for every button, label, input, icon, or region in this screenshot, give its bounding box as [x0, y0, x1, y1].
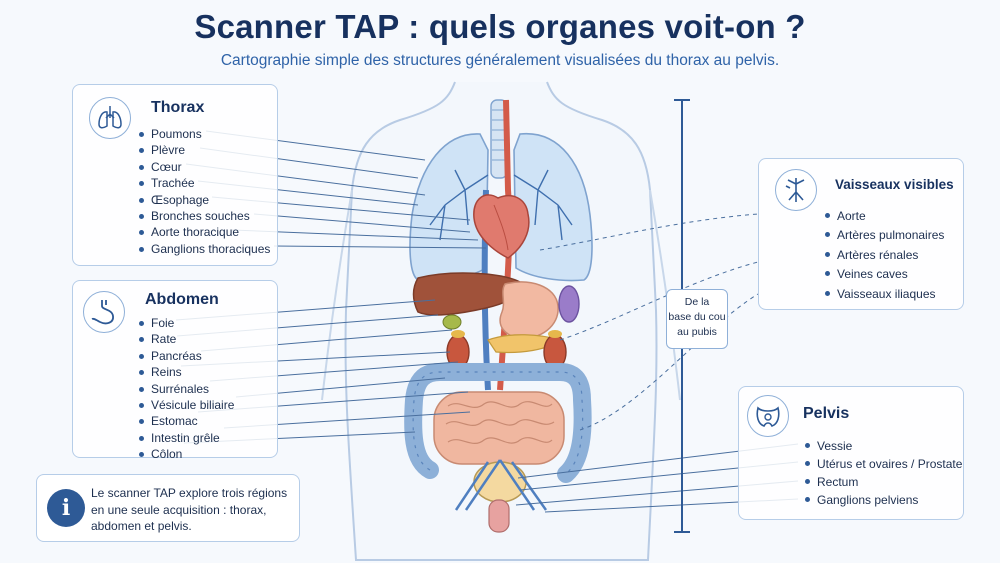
- pelvis-list: Vessie Utérus et ovaires / Prostate Rect…: [805, 437, 962, 509]
- list-item: Artères pulmonaires: [825, 226, 944, 245]
- liver: [412, 272, 522, 316]
- list-item: Artères rénales: [825, 246, 944, 265]
- list-item: Vésicule biliaire: [139, 397, 234, 413]
- list-item: Veines caves: [825, 265, 944, 284]
- list-item: Bronches souches: [139, 208, 270, 224]
- list-item: Utérus et ovaires / Prostate: [805, 455, 962, 473]
- right-adrenal: [548, 330, 562, 338]
- blood-vessels-icon: [775, 169, 817, 211]
- range-line-3: au pubis: [677, 326, 717, 338]
- info-icon: i: [47, 489, 85, 527]
- list-item: Vessie: [805, 437, 962, 455]
- vessels-title: Vaisseaux visibles: [835, 177, 954, 192]
- iliac-vessels: [454, 459, 548, 511]
- colon: [404, 363, 592, 483]
- list-item: Côlon: [139, 446, 234, 462]
- range-label: De la base du cou au pubis: [666, 289, 728, 349]
- range-line-1: De la: [684, 296, 710, 308]
- small-intestine: [433, 391, 565, 465]
- abdomen-title: Abdomen: [145, 291, 219, 308]
- bladder: [473, 461, 527, 503]
- abdomen-panel: Abdomen Foie Rate Pancréas Reins Surréna…: [72, 280, 278, 461]
- vessels-list: Aorte Artères pulmonaires Artères rénale…: [825, 207, 944, 304]
- page-subtitle: Cartographie simple des structures génér…: [220, 52, 780, 69]
- list-item: Aorte thoracique: [139, 224, 270, 240]
- thorax-title: Thorax: [151, 99, 205, 116]
- lungs-icon: [89, 97, 131, 139]
- list-item: Estomac: [139, 413, 234, 429]
- list-item: Cœur: [139, 159, 270, 175]
- thorax-panel: Thorax Poumons Plèvre Cœur Trachée Œsoph…: [72, 84, 278, 266]
- pelvis-icon: [747, 395, 789, 437]
- list-item: Rectum: [805, 473, 962, 491]
- list-item: Aorte: [825, 207, 944, 226]
- list-item: Œsophage: [139, 192, 270, 208]
- list-item: Vaisseaux iliaques: [825, 285, 944, 304]
- info-text: Le scanner TAP explore trois régions en …: [91, 486, 288, 533]
- page-title: Scanner TAP : quels organes voit-on ?: [194, 8, 806, 45]
- list-item: Poumons: [139, 126, 270, 142]
- pelvis-panel: Pelvis Vessie Utérus et ovaires / Prosta…: [738, 386, 964, 520]
- left-adrenal: [451, 330, 465, 338]
- spleen: [558, 285, 580, 323]
- list-item: Trachée: [139, 175, 270, 191]
- list-item: Reins: [139, 364, 234, 380]
- list-item: Plèvre: [139, 142, 270, 158]
- abdomen-list: Foie Rate Pancréas Reins Surrénales Vési…: [139, 315, 234, 463]
- list-item: Ganglions thoraciques: [139, 241, 270, 257]
- list-item: Pancréas: [139, 348, 234, 364]
- range-line-2: base du cou: [668, 311, 726, 323]
- rectum: [488, 499, 510, 533]
- stomach-icon: [83, 291, 125, 333]
- list-item: Ganglions pelviens: [805, 491, 962, 509]
- gallbladder: [442, 314, 462, 330]
- list-item: Foie: [139, 315, 234, 331]
- thorax-list: Poumons Plèvre Cœur Trachée Œsophage Bro…: [139, 126, 270, 257]
- heart: [473, 194, 530, 259]
- list-item: Intestin grêle: [139, 430, 234, 446]
- vessels-panel: Vaisseaux visibles Aorte Artères pulmona…: [758, 158, 964, 310]
- pelvis-title: Pelvis: [803, 405, 850, 422]
- list-item: Surrénales: [139, 381, 234, 397]
- info-box: i Le scanner TAP explore trois régions e…: [36, 474, 300, 542]
- list-item: Rate: [139, 331, 234, 347]
